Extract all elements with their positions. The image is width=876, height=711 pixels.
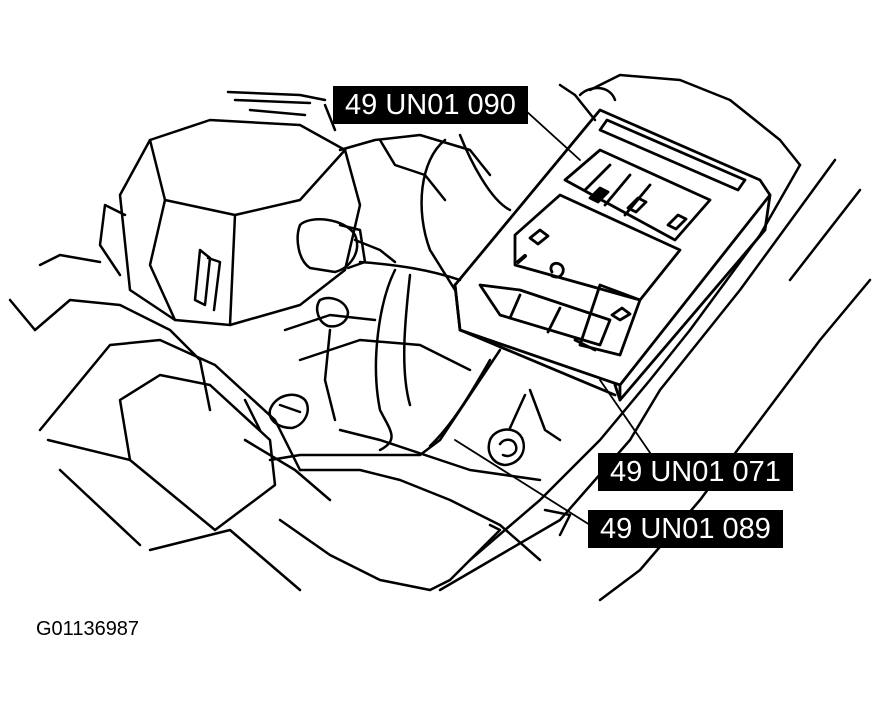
callout-label-071: 49 UN01 071 [598, 453, 793, 491]
intake-pipe [296, 133, 492, 422]
leader-lines [454, 109, 656, 526]
leader-089 [454, 439, 591, 526]
tester-unit [453, 108, 772, 402]
air-box-housing [98, 118, 362, 327]
test-harness [268, 133, 512, 462]
figure-id: G01136987 [36, 618, 140, 640]
engine-center [243, 313, 542, 592]
left-fender [8, 253, 302, 592]
callout-label-089: 49 UN01 089 [588, 510, 783, 548]
callout-label-090: 49 UN01 090 [333, 86, 528, 124]
leader-071 [599, 379, 656, 461]
check-connector [487, 388, 562, 467]
leader-090 [524, 109, 581, 161]
top-left-details [226, 90, 337, 132]
